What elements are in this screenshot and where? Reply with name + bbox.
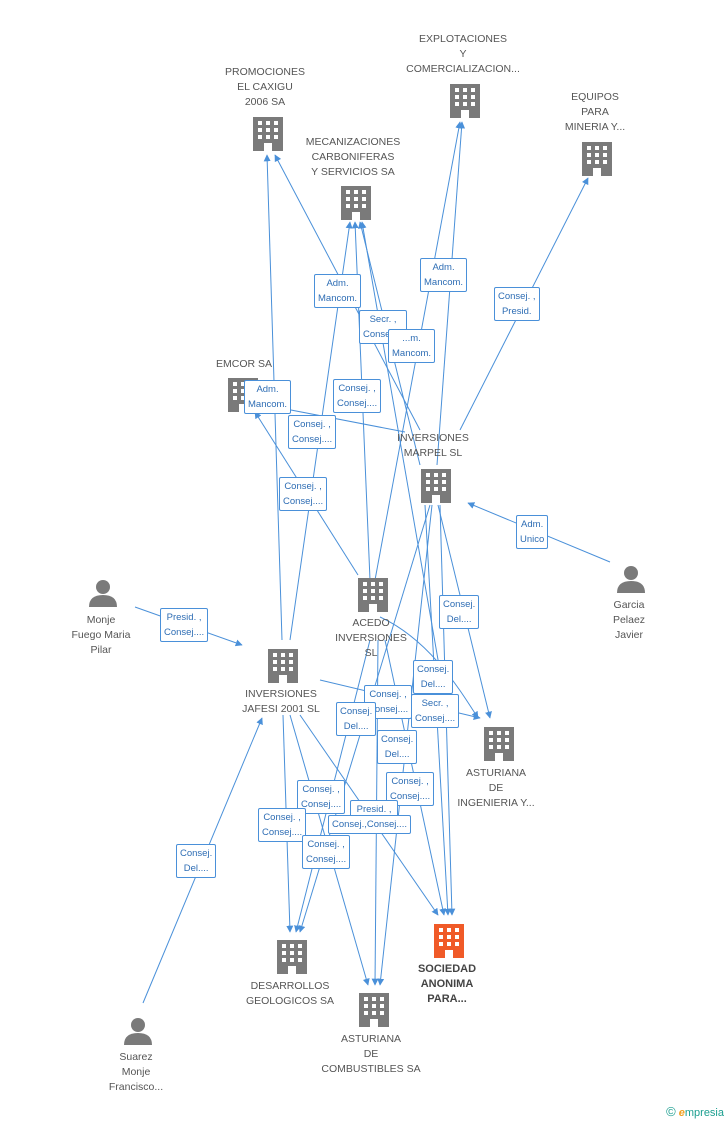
focus-company-icon[interactable] — [434, 924, 464, 958]
edge-label[interactable]: Consej. Del.... — [413, 660, 454, 694]
brand-footer: ©empresia — [666, 1104, 724, 1119]
edge-label[interactable]: Consej. Del.... — [377, 730, 418, 764]
node-asturiana-ing-label[interactable]: ASTURIANA DE INGENIERIA Y... — [457, 767, 535, 809]
company-icon[interactable] — [268, 649, 298, 683]
node-equipos-label[interactable]: EQUIPOS PARA MINERIA Y... — [564, 91, 626, 133]
company-icon[interactable] — [359, 993, 389, 1027]
node-jafesi-label[interactable]: INVERSIONES JAFESI 2001 SL — [242, 688, 320, 715]
edge-label[interactable]: Consej. , Presid. — [494, 287, 540, 321]
brand-logo-text: mpresia — [684, 1107, 724, 1119]
person-icon[interactable] — [124, 1018, 152, 1045]
node-sociedad-label[interactable]: SOCIEDAD ANONIMA PARA... — [417, 963, 477, 1005]
edge-label[interactable]: Consej.,Consej.... — [328, 815, 411, 834]
node-explotaciones-label[interactable]: EXPLOTACIONES Y COMERCIALIZACION... — [406, 33, 520, 75]
edge-label[interactable]: Consej. , Consej.... — [279, 477, 328, 511]
copyright-icon: © — [666, 1104, 676, 1119]
company-icon[interactable] — [484, 727, 514, 761]
edge — [436, 121, 466, 466]
edge-label[interactable]: Presid. , Consej.... — [160, 608, 209, 642]
brand-logo-e: e — [678, 1107, 685, 1119]
company-icon[interactable] — [358, 578, 388, 612]
edge-label[interactable]: Adm. Mancom. — [244, 380, 292, 414]
company-icon[interactable] — [450, 84, 480, 118]
node-acedo-label[interactable]: ACEDO INVERSIONES SL — [335, 617, 407, 659]
edge-label[interactable]: Consej. Del.... — [439, 595, 480, 629]
company-icon[interactable] — [253, 117, 283, 151]
company-icon[interactable] — [341, 186, 371, 220]
node-icons — [89, 84, 645, 1045]
node-mecanizaciones-label[interactable]: MECANIZACIONES CARBONIFERAS Y SERVICIOS … — [305, 136, 401, 178]
company-icon[interactable] — [582, 142, 612, 176]
person-icon[interactable] — [89, 580, 117, 607]
edge-label[interactable]: Consej. , Consej.... — [258, 808, 307, 842]
edge-label[interactable]: ...m. Mancom. — [388, 329, 436, 363]
person-icon[interactable] — [617, 566, 645, 593]
edge-label[interactable]: Secr. , Consej.... — [411, 694, 460, 728]
node-garcia-label[interactable]: Garcia Pelaez Javier — [612, 599, 646, 641]
node-desarrollos-label[interactable]: DESARROLLOS GEOLOGICOS SA — [245, 980, 335, 1007]
company-icon[interactable] — [421, 469, 451, 503]
edge-label[interactable]: Adm. Unico — [516, 515, 549, 549]
node-marpel-label[interactable]: INVERSIONES MARPEL SL — [397, 432, 469, 459]
edge-label[interactable]: Adm. Mancom. — [420, 258, 468, 292]
node-emcor-label[interactable]: EMCOR SA — [215, 358, 273, 370]
edge-label[interactable]: Consej. Del.... — [176, 844, 217, 878]
edge-label[interactable]: Adm. Mancom. — [314, 274, 362, 308]
edge-label[interactable]: Consej. , Consej.... — [302, 835, 351, 869]
edge-label[interactable]: Consej. , Consej.... — [333, 379, 382, 413]
edge-label[interactable]: Consej. , Consej.... — [297, 780, 346, 814]
node-monje-label[interactable]: Monje Fuego Maria Pilar — [71, 614, 131, 656]
edge-label[interactable]: Consej. , Consej.... — [288, 415, 337, 449]
node-asturiana-comb-label[interactable]: ASTURIANA DE COMBUSTIBLES SA — [321, 1033, 421, 1075]
node-suarez-label[interactable]: Suarez Monje Francisco... — [108, 1051, 164, 1093]
edge-label[interactable]: Consej. Del.... — [336, 702, 377, 736]
company-icon[interactable] — [277, 940, 307, 974]
node-promociones-label[interactable]: PROMOCIONES EL CAXIGU 2006 SA — [225, 66, 305, 108]
